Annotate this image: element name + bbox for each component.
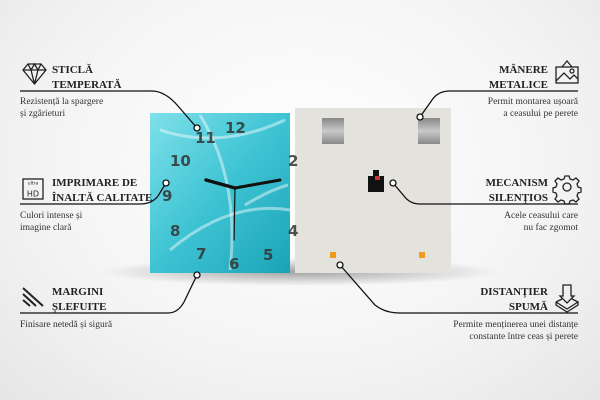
polished-edges-icon — [22, 287, 44, 307]
hanging-picture-icon — [555, 59, 579, 84]
clock-number: 9 — [162, 187, 172, 205]
diamond-icon — [22, 62, 47, 86]
clock-number: 5 — [263, 246, 273, 264]
clock-number: 4 — [288, 222, 298, 240]
metal-handle-right — [418, 118, 440, 144]
clock-number: 11 — [195, 129, 216, 147]
metal-handle-left — [322, 118, 344, 144]
svg-text:HD: HD — [27, 190, 39, 199]
leader-lines — [20, 90, 578, 314]
clock-face — [150, 113, 290, 273]
clock-number: 12 — [225, 119, 246, 137]
clock-numbers: 12 11 10 9 8 7 6 5 4 2 — [162, 119, 298, 273]
clock-number: 8 — [170, 222, 180, 240]
clock-number: 2 — [288, 152, 298, 170]
second-hand — [233, 187, 236, 241]
clock-number: 7 — [196, 245, 206, 263]
clock-mechanism — [368, 170, 384, 192]
leader-dots — [162, 113, 424, 279]
clock-number: 10 — [170, 152, 191, 170]
feature-edges-desc: Finisare netedă și sigură — [20, 320, 113, 330]
svg-text:ultra: ultra — [28, 181, 39, 187]
hour-hand — [204, 178, 237, 190]
clock-hands — [204, 178, 282, 241]
foam-spacer-left — [330, 252, 336, 258]
foam-spacer-right — [419, 252, 425, 258]
spacer-arrow-icon — [555, 284, 580, 313]
minute-hand — [233, 178, 282, 190]
ultra-hd-icon: ultra HD — [22, 178, 44, 200]
gear-icon — [552, 175, 582, 205]
clock-number: 6 — [229, 255, 239, 273]
